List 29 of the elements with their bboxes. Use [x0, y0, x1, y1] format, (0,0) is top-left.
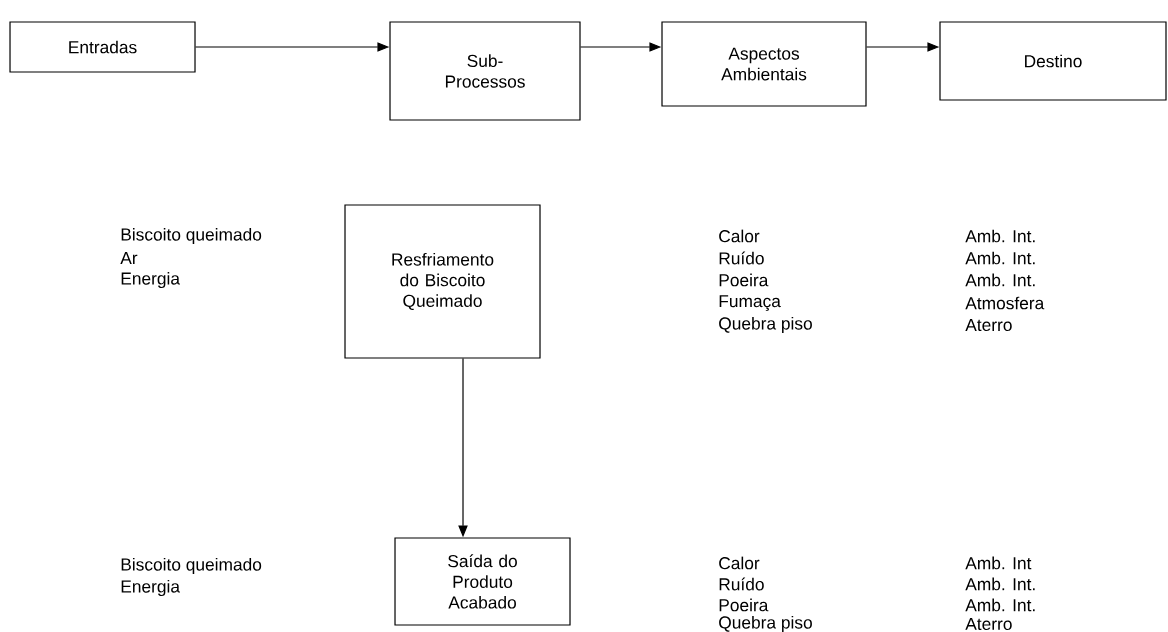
process-box: Sub- Processos	[389, 21, 581, 121]
label-text: Amb. Int.	[965, 598, 1035, 612]
label-text: Amb. Int.	[965, 251, 1035, 265]
label-text: Biscoito queimado	[121, 227, 262, 245]
label-text: Amb. Int.	[965, 577, 1035, 591]
process-box: Entradas	[9, 21, 196, 73]
process-box: Resfriamento do Biscoito Queimado	[344, 204, 541, 359]
process-box: Destino	[939, 21, 1167, 101]
label-text: Calor	[719, 556, 760, 570]
label-text: Poeira	[719, 598, 769, 612]
label-text: Amb. Int.	[965, 273, 1035, 287]
label-text: Energia	[121, 579, 180, 597]
label-text: Ruído	[719, 577, 764, 591]
label-text: Quebra piso	[719, 615, 812, 632]
label-text: Atmosfera	[965, 296, 1045, 310]
process-box: Saída do Produto Acabado	[394, 537, 571, 626]
label-text: Aterro	[965, 617, 1012, 631]
label-text: Energia	[121, 271, 180, 289]
label-text: Amb. Int	[965, 556, 1032, 570]
label-text: Calor	[719, 229, 760, 243]
label-text: Ar	[120, 252, 138, 264]
label-text: Amb. Int.	[965, 229, 1035, 243]
label-text: Aterro	[965, 318, 1012, 332]
label-text: Biscoito queimado	[121, 557, 262, 575]
label-text: Ruído	[719, 251, 764, 265]
label-text: Poeira	[719, 273, 769, 287]
label-text: Fumaça	[719, 295, 781, 311]
label-text: Quebra piso	[719, 316, 812, 334]
process-box: Aspectos Ambientais	[661, 21, 867, 107]
